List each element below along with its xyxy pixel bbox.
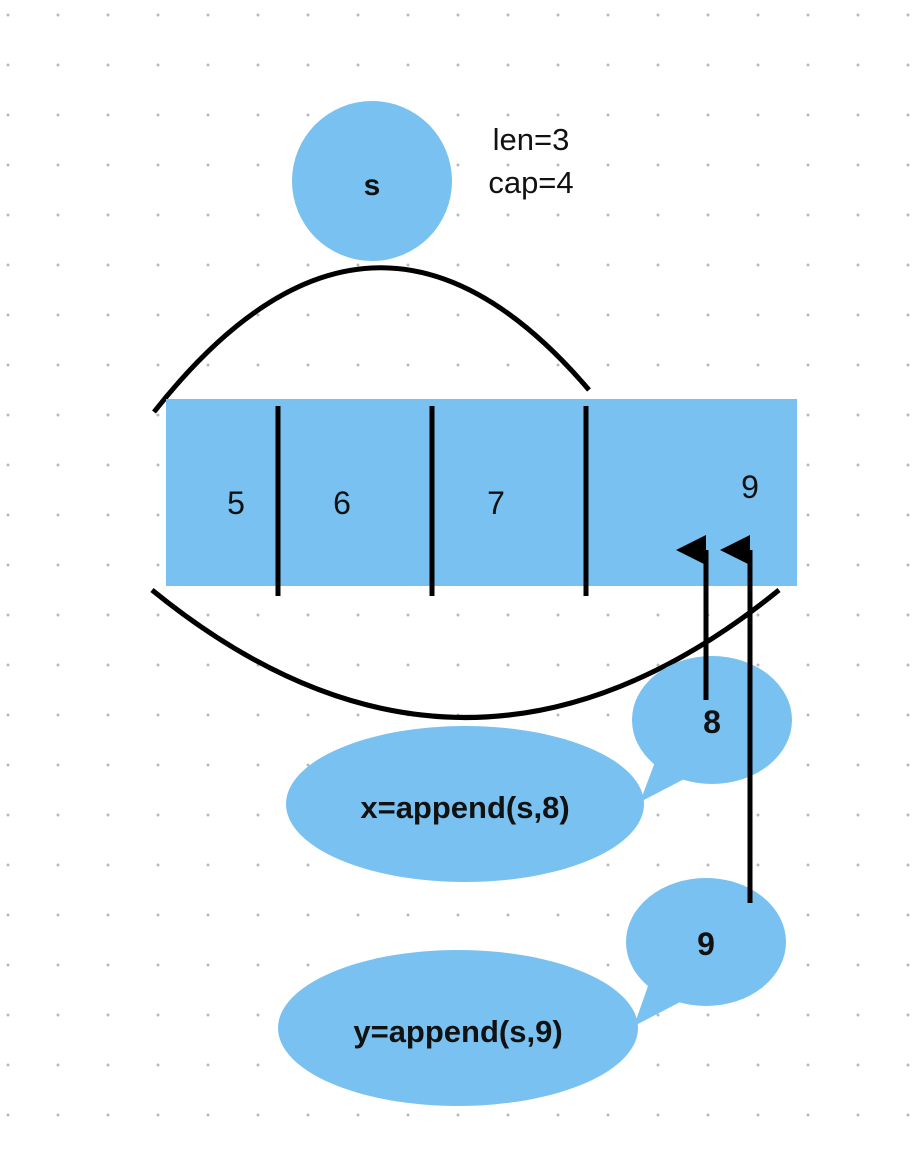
bubble-x-expression-label: x=append(s,8) (360, 790, 569, 825)
cap-label: cap=4 (488, 165, 573, 200)
len-label: len=3 (493, 122, 570, 157)
slice-xy-lower-arc (150, 588, 781, 720)
bubble-y-value-label: 9 (697, 926, 715, 962)
slice-header-circle (292, 101, 452, 261)
array-cell-3: 9 (741, 469, 759, 505)
slice-s-upper-arc (152, 265, 591, 414)
backing-array (166, 399, 797, 586)
bubble-y-value (626, 878, 786, 1006)
bubble-y-expression (278, 950, 638, 1106)
array-cell-0: 5 (227, 485, 245, 521)
bubble-x-expression (286, 726, 644, 882)
array-cell-1: 6 (333, 485, 351, 521)
bubble-y-expression-label: y=append(s,9) (353, 1014, 562, 1049)
slice-name-label: s (364, 169, 381, 202)
array-cell-2: 7 (487, 485, 505, 521)
bubble-x-value-label: 8 (703, 704, 721, 740)
